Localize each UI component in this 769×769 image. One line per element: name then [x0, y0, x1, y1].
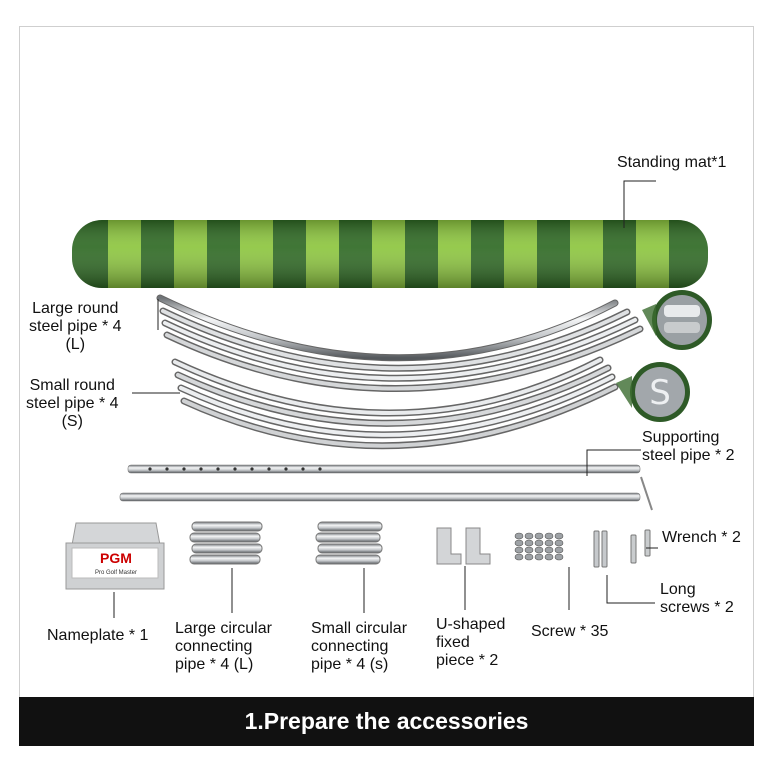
screw: [534, 532, 544, 540]
screw: [514, 553, 524, 561]
supporting-steel-pipe-label: Supporting steel pipe * 2: [642, 429, 735, 464]
pipe-hole: [182, 467, 186, 471]
nameplate-image: PGM Pro Golf Master: [65, 522, 165, 590]
pipe-hole: [233, 467, 237, 471]
screw: [554, 546, 564, 554]
large-circular-connecting-pipe-label: Large circular connecting pipe * 4 (L): [175, 620, 272, 673]
standing-mat-label: Standing mat*1: [617, 154, 727, 171]
nameplate-label: Nameplate * 1: [47, 627, 149, 644]
large-pipe-detail-circle: [652, 290, 712, 350]
supporting-steel-pipes-image: [119, 464, 653, 511]
small-circular-connecting-pipes-image: [315, 521, 383, 565]
screws-image: [514, 532, 564, 561]
footer-title: 1.Prepare the accessories: [244, 708, 529, 734]
screw: [544, 539, 554, 547]
large-round-steel-pipe-label: Large round steel pipe * 4 (L): [29, 300, 122, 353]
pipe-hole: [250, 467, 254, 471]
screw: [544, 553, 554, 561]
small-circular-connecting-pipe-label: Small circular connecting pipe * 4 (s): [311, 620, 408, 673]
screw-label: Screw * 35: [531, 623, 609, 640]
screw: [554, 553, 564, 561]
screw: [514, 539, 524, 547]
screw: [534, 539, 544, 547]
screw: [524, 539, 534, 547]
wrench-image: [630, 529, 651, 564]
wrench-label: Wrench * 2: [662, 529, 741, 546]
screw: [554, 532, 564, 540]
svg-text:S: S: [649, 373, 671, 413]
screw: [544, 546, 554, 554]
screw: [554, 539, 564, 547]
u-shaped-fixed-pieces-image: [436, 527, 491, 565]
callout-lines: [113, 180, 658, 618]
footer-title-bar: 1.Prepare the accessories: [19, 697, 754, 746]
large-round-steel-pipes-image: [156, 294, 644, 393]
long-screws-image: [593, 530, 608, 568]
pipe-hole: [301, 467, 305, 471]
screw: [534, 553, 544, 561]
small-round-steel-pipes-image: [171, 356, 619, 450]
pipe-hole: [216, 467, 220, 471]
screw: [534, 546, 544, 554]
u-shaped-fixed-piece-label: U-shaped fixed piece * 2: [436, 616, 506, 669]
screw: [514, 532, 524, 540]
pipe-hole: [165, 467, 169, 471]
large-circular-connecting-pipes-image: [189, 521, 263, 565]
screw: [524, 546, 534, 554]
screw: [544, 532, 554, 540]
screw: [514, 546, 524, 554]
screw: [524, 532, 534, 540]
nameplate-logo: PGM: [100, 550, 132, 566]
small-pipe-detail-circle: S: [630, 362, 690, 422]
long-screws-label: Long screws * 2: [660, 581, 734, 616]
pipe-hole: [318, 467, 322, 471]
pipe-hole: [267, 467, 271, 471]
pipe-hole: [199, 467, 203, 471]
nameplate-subtitle: Pro Golf Master: [95, 570, 137, 576]
pipe-hole: [148, 467, 152, 471]
screw: [524, 553, 534, 561]
small-round-steel-pipe-label: Small round steel pipe * 4 (S): [26, 377, 119, 430]
pipe-hole: [284, 467, 288, 471]
standing-mat-image: [72, 220, 708, 288]
